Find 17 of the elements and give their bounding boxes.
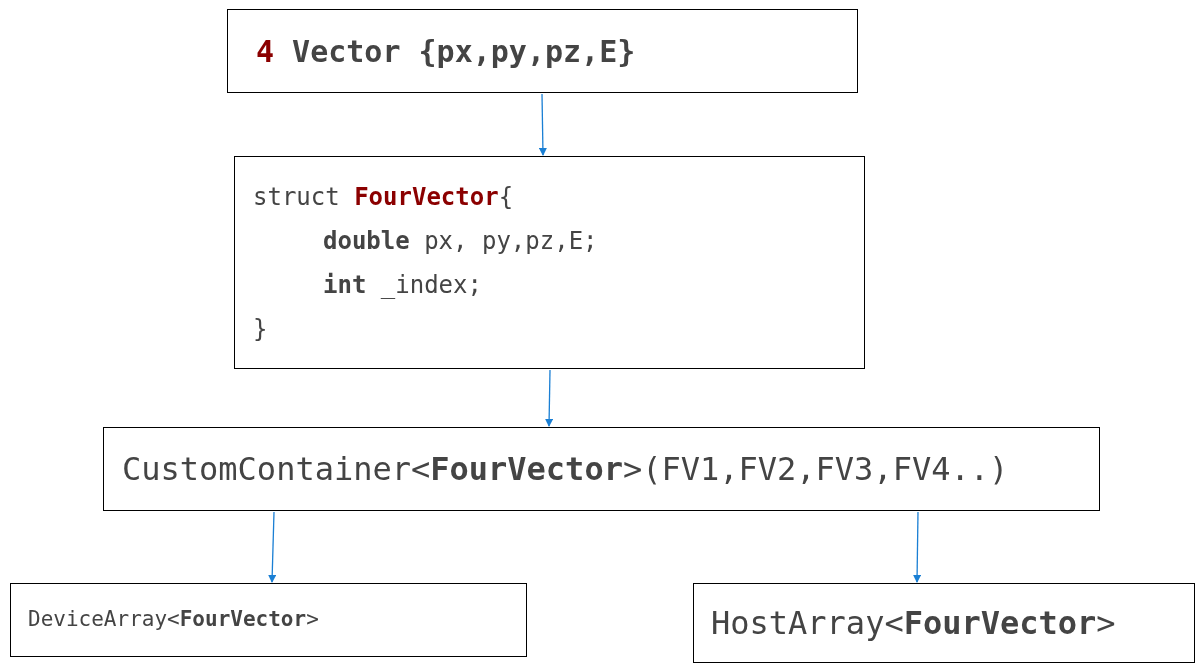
arrow (268, 511, 277, 583)
code-text: 4 Vector {px,py,pz,E} (256, 32, 637, 71)
code-box (693, 583, 1195, 663)
code-box (10, 583, 527, 657)
arrow (913, 511, 922, 583)
code-text: HostArray<FourVector> (711, 603, 1117, 644)
code-box (103, 427, 1100, 511)
code-box (234, 156, 865, 369)
arrow (545, 369, 554, 427)
code-text: CustomContainer<FourVector>(FV1,FV2,FV3,FV4..) (122, 449, 1010, 490)
code-text: } (253, 314, 269, 345)
code-text: struct FourVector{ (253, 182, 515, 213)
code-text: int _index; (322, 270, 483, 301)
code-text: DeviceArray<FourVector> (28, 606, 320, 634)
code-text: double px, py,pz,E; (322, 226, 599, 257)
code-box (227, 9, 858, 93)
arrow (538, 93, 547, 156)
